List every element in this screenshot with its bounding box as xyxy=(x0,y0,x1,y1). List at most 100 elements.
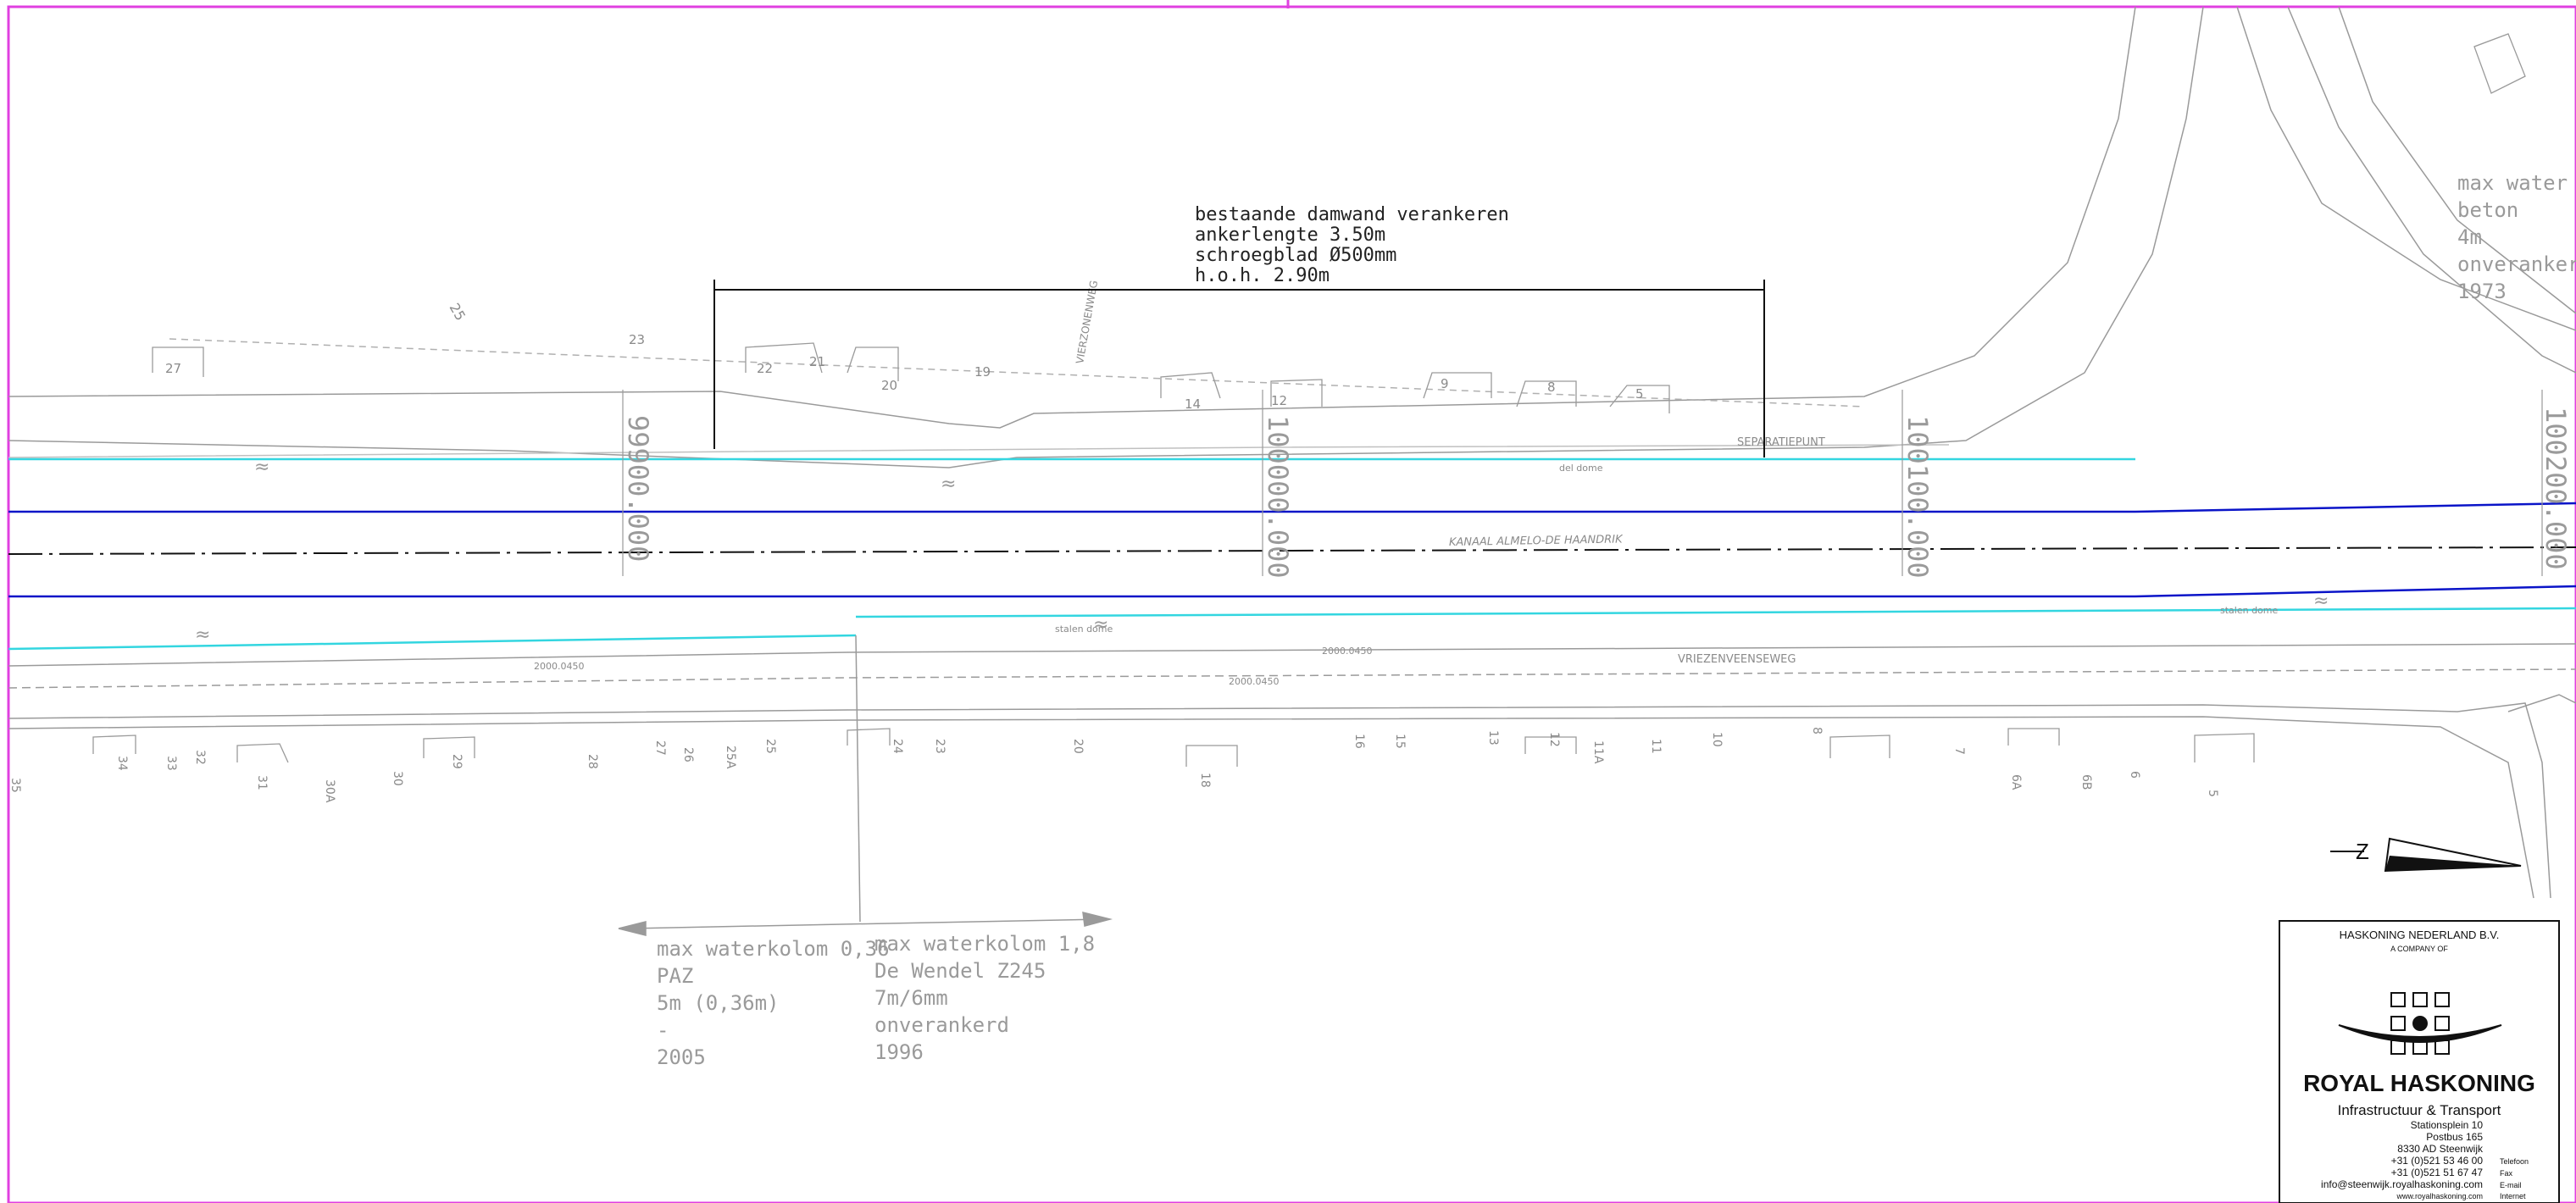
house-number: 11 xyxy=(1649,739,1663,754)
house-number: 16 xyxy=(1352,734,1366,749)
contact-value: www.royalhaskoning.com xyxy=(2396,1192,2483,1200)
north-arrow-label: Z xyxy=(2356,839,2369,864)
svg-text:≈: ≈ xyxy=(1093,614,1108,635)
north-houses xyxy=(152,33,2526,413)
house-numbers-south: 35 34 33 32 31 30A 30 29 28 27 26 25A 25… xyxy=(8,727,2219,803)
house-number: 9 xyxy=(1441,376,1449,391)
house-number: 35 xyxy=(8,778,22,793)
svg-text:≈: ≈ xyxy=(254,457,269,478)
annotation-line: ankerlengte 3.50m xyxy=(1195,225,1385,246)
house-number: 24 xyxy=(891,739,904,754)
title-block: HASKONING NEDERLAND B.V. A COMPANY OF RO… xyxy=(2279,920,2560,1203)
house-numbers-north: 25 23 22 21 20 19 14 12 9 8 5 27 xyxy=(165,301,1644,413)
house-number: 20 xyxy=(881,378,897,393)
legend-right-line: onverankerd xyxy=(874,1013,1009,1037)
bank-label-south: stalen dome xyxy=(1055,624,1113,635)
house-number: 19 xyxy=(974,364,991,380)
house-number: 10 xyxy=(1710,732,1724,747)
house-number: 32 xyxy=(193,750,207,765)
legend-left-line: PAZ xyxy=(657,964,693,988)
address-line: Stationsplein 10 xyxy=(2411,1119,2484,1131)
canal-centreline xyxy=(8,546,2576,555)
house-number: 27 xyxy=(653,740,667,756)
house-number: 22 xyxy=(757,361,773,376)
svg-text:≈: ≈ xyxy=(195,624,210,646)
station-label: 100200.000 xyxy=(2540,407,2572,570)
legend-right-line: 1996 xyxy=(874,1040,924,1064)
anchor-dimension xyxy=(713,280,1765,457)
annotation-line: h.o.h. 2.90m xyxy=(1195,265,1330,286)
svg-text:≈: ≈ xyxy=(2313,590,2329,612)
elevation-label: 2000.0450 xyxy=(1229,676,1280,687)
water-symbols: ≈ ≈ ≈ ≈ ≈ xyxy=(195,457,2329,646)
legend-topright-line: max water xyxy=(2457,171,2568,195)
svg-text:≈: ≈ xyxy=(941,474,956,495)
canal-name: KANAAL ALMELO-DE HAANDRIK xyxy=(1449,533,1624,549)
annotation-line: schroegblad Ø500mm xyxy=(1195,245,1396,266)
house-number: 6B xyxy=(2079,774,2093,790)
house-number: 14 xyxy=(1185,396,1201,412)
house-number: 20 xyxy=(1071,739,1085,754)
house-number: 23 xyxy=(629,332,645,347)
house-number: 5 xyxy=(1635,386,1644,402)
elevation-label: 2000.0450 xyxy=(534,661,585,672)
house-number: 21 xyxy=(809,354,825,369)
house-number: 6A xyxy=(2009,774,2023,790)
legend-right-line: 7m/6mm xyxy=(874,986,948,1010)
legend-left-line: 5m (0,36m) xyxy=(657,991,780,1015)
station-markers xyxy=(622,390,2543,576)
house-number: 25A xyxy=(724,746,737,769)
house-number: 8 xyxy=(1547,380,1556,395)
house-number: 12 xyxy=(1271,393,1287,408)
legend-topright-line: 1973 xyxy=(2457,280,2507,303)
contact-type: Fax xyxy=(2500,1169,2513,1178)
house-number: 31 xyxy=(255,775,269,790)
house-number: 13 xyxy=(1486,730,1500,746)
elevation-label: 2000.0450 xyxy=(1322,646,1373,657)
legend-topright-line: 4m xyxy=(2457,225,2482,249)
road-south-label: VRIEZENVEENSEWEG xyxy=(1678,653,1796,666)
legend-topright-line: onveranker xyxy=(2457,252,2576,276)
house-number: 33 xyxy=(164,756,178,771)
brand-name: ROYAL HASKONING xyxy=(2303,1070,2535,1096)
house-number: 6 xyxy=(2128,771,2141,779)
house-number: 15 xyxy=(1393,734,1407,749)
separatiepunt-label: SEPARATIEPUNT xyxy=(1737,436,1825,449)
cyan-lines xyxy=(8,457,2576,651)
division-name: Infrastructuur & Transport xyxy=(2338,1102,2501,1118)
contact-value: info@steenwijk.royalhaskoning.com xyxy=(2321,1178,2483,1190)
contact-value: +31 (0)521 53 46 00 xyxy=(2391,1155,2484,1167)
house-number: 27 xyxy=(165,361,181,376)
address-line: 8330 AD Steenwijk xyxy=(2397,1143,2484,1155)
legend-right-line: max waterkolom 1,8 xyxy=(874,932,1095,956)
legend-right-line: De Wendel Z245 xyxy=(874,959,1046,983)
annotation-line: bestaande damwand verankeren xyxy=(1195,204,1509,225)
south-houses xyxy=(92,728,2255,767)
house-number: 25 xyxy=(447,301,469,324)
house-number: 5 xyxy=(2206,790,2219,797)
bank-label-south-east: stalen dome xyxy=(2220,605,2279,616)
canal-edges xyxy=(8,502,2576,598)
contact-type: E-mail xyxy=(2500,1181,2522,1189)
legend-leaders xyxy=(618,635,1113,936)
station-label: 100000.000 xyxy=(1262,415,1294,579)
road-north-label: VIERZONENWEG xyxy=(1074,280,1100,365)
legend-left-line: 2005 xyxy=(657,1045,706,1069)
house-number: 8 xyxy=(1810,727,1824,735)
company-name: HASKONING NEDERLAND B.V. xyxy=(2340,929,2500,941)
legend-topright-line: beton xyxy=(2457,198,2518,222)
contact-type: Telefoon xyxy=(2500,1157,2529,1166)
drawing-frame xyxy=(7,5,2576,1203)
south-bank xyxy=(8,643,2576,899)
legend-left: max waterkolom 0,36 PAZ 5m (0,36m) - 200… xyxy=(657,937,890,1069)
house-number: 29 xyxy=(450,754,464,769)
house-number: 11A xyxy=(1591,740,1605,764)
anchor-annotation: bestaande damwand verankeren ankerlengte… xyxy=(1195,204,1509,286)
north-arrow-icon: Z xyxy=(2330,837,2522,873)
legend-topright: max water beton 4m onveranker 1973 xyxy=(2457,171,2576,303)
house-number: 26 xyxy=(681,747,695,762)
house-number: 12 xyxy=(1547,732,1561,747)
company-sub: A COMPANY OF xyxy=(2390,945,2448,953)
house-number: 28 xyxy=(586,754,599,769)
